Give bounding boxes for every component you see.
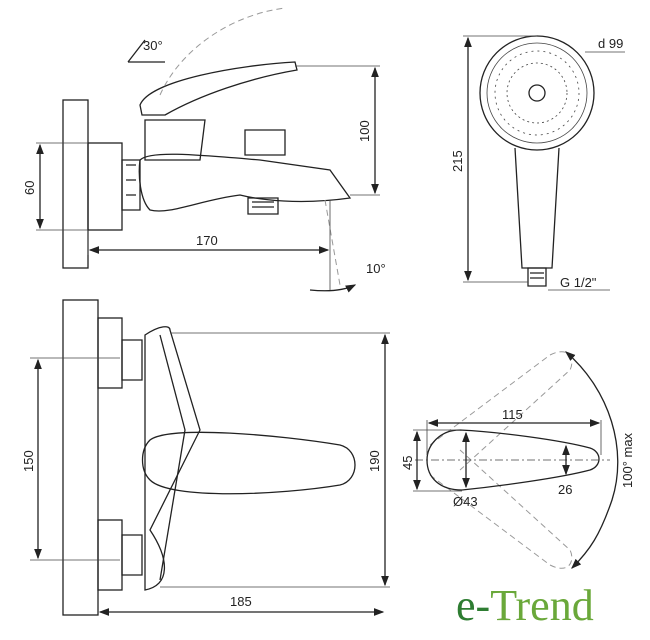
- dim-190: 190: [367, 450, 382, 472]
- dim-215: 215: [450, 150, 465, 172]
- dim-45: 45: [400, 456, 415, 470]
- eccentric-connector: [121, 159, 141, 211]
- wall-flange: [87, 142, 123, 231]
- shower-thread: [527, 267, 547, 287]
- lever: [139, 61, 298, 116]
- side-view: 60 170 100 30° 10°: [22, 7, 386, 293]
- cartridge-housing: [144, 119, 206, 161]
- front-view: 150 190 185: [21, 299, 390, 616]
- wall-section: [62, 99, 89, 269]
- logo-trend: Trend: [490, 581, 594, 630]
- lever-front: [141, 431, 356, 495]
- body-ridge: [159, 334, 186, 581]
- angle-10: 10°: [366, 261, 386, 276]
- wall-section-front: [62, 299, 99, 616]
- angle-30: 30°: [143, 38, 163, 53]
- hand-shower: 215 d 99 G 1/2": [450, 35, 625, 291]
- dim-26: 26: [558, 482, 572, 497]
- dim-60: 60: [22, 181, 37, 195]
- dim-150: 150: [21, 450, 36, 472]
- handle-top-view: 115 45 Ø43 26 100° max: [400, 351, 635, 569]
- faucet-body: [138, 153, 352, 212]
- angle-30-marker: [127, 39, 165, 63]
- rotation-arc: [565, 351, 619, 569]
- spout-angle-line: [324, 199, 341, 286]
- lever-raised-outline: [159, 7, 286, 96]
- faucet-body-front: [144, 326, 201, 591]
- dim-185: 185: [230, 594, 252, 609]
- svg-text:e-Trend: e-Trend: [456, 581, 594, 630]
- dim-d99: d 99: [598, 36, 623, 51]
- dim-115: 115: [502, 407, 523, 422]
- dim-100: 100: [357, 120, 372, 142]
- logo-e: e-: [456, 581, 490, 630]
- bottom-thread: [247, 197, 279, 215]
- shower-handle: [514, 147, 560, 269]
- e-trend-logo: e-Trend: [456, 581, 594, 630]
- diverter-knob: [244, 129, 286, 156]
- angle-10-arc: [309, 284, 357, 293]
- rotation-max: 100° max: [620, 432, 635, 488]
- dim-170: 170: [196, 233, 218, 248]
- thread-g12: G 1/2": [560, 275, 597, 290]
- dim-o43: Ø43: [453, 494, 478, 509]
